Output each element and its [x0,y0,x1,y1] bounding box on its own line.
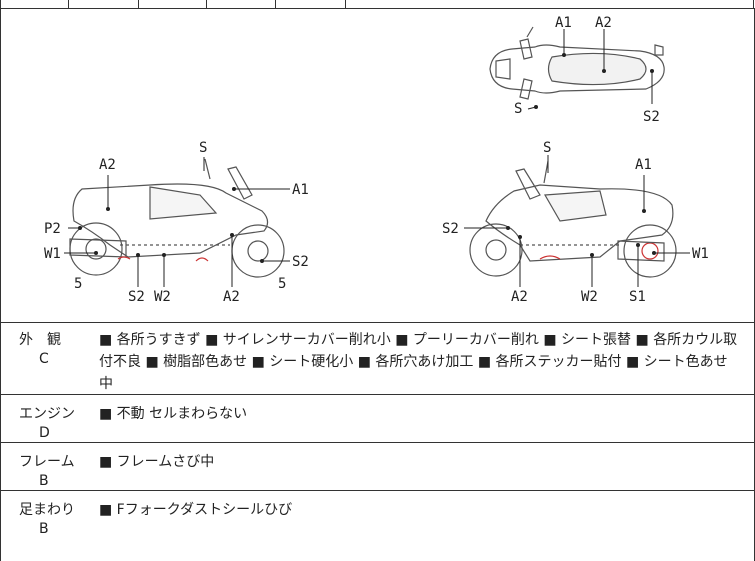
category-name: 外 観 [19,332,61,348]
label-left-A1: A1 [292,182,309,198]
category-grade: C [39,351,49,367]
condition-notes: ■ フレームさび中 [99,454,215,470]
label-right-W1: W1 [692,246,709,262]
category-grade: B [39,521,49,537]
table-row: フレーム B ■ フレームさび中 [0,443,755,491]
label-right-S2: S2 [442,221,459,237]
label-left-W2: W2 [154,289,171,305]
scooter-left-view [69,158,285,278]
table-row: エンジン D ■ 不動 セルまわらない [0,395,755,443]
table-row: 外 観 C ■ 各所うすきず ■ サイレンサーカバー削れ小 ■ プーリーカバー削… [0,321,755,395]
label-right-A2: A2 [511,289,528,305]
label-right-S1: S1 [629,289,646,305]
label-left-W1: W1 [44,246,61,262]
condition-notes: ■ Fフォークダストシールひび [99,502,293,518]
category-name: 足まわり [19,502,75,518]
label-right-W2: W2 [581,289,598,305]
label-left-A2: A2 [99,157,116,173]
label-left-5b: 5 [278,276,286,292]
category-grade: D [39,425,50,441]
label-top-S: S [514,101,522,117]
category-cell: 足まわり B [1,491,87,561]
label-left-S2b: S2 [128,289,145,305]
category-cell: フレーム B [1,443,87,490]
scooter-damage-diagram: A1 A2 S S2 S A2 A1 P2 W1 S2 5 S2 W2 A2 5… [44,15,709,305]
label-right-S: S [543,140,551,156]
condition-notes: ■ 不動 セルまわらない [99,406,248,422]
label-left-S2a: S2 [292,254,309,270]
label-left-S: S [199,140,207,156]
label-left-5a: 5 [74,276,82,292]
scooter-top-view [489,26,665,100]
scooter-right-view [469,160,677,278]
category-name: エンジン [19,406,75,422]
table-row: 足まわり B ■ Fフォークダストシールひび [0,491,755,561]
label-left-A2b: A2 [223,289,240,305]
top-table-fragment [0,0,755,8]
label-top-A1: A1 [555,15,572,31]
label-right-A1: A1 [635,157,652,173]
category-name: フレーム [19,454,75,470]
category-grade: B [39,473,49,489]
label-top-S2: S2 [643,109,660,125]
label-left-P2: P2 [44,221,61,237]
label-top-A2: A2 [595,15,612,31]
condition-notes: ■ 各所うすきず ■ サイレンサーカバー削れ小 ■ プーリーカバー削れ ■ シー… [99,332,738,392]
category-cell: エンジン D [1,395,87,442]
category-cell: 外 観 C [1,321,87,394]
